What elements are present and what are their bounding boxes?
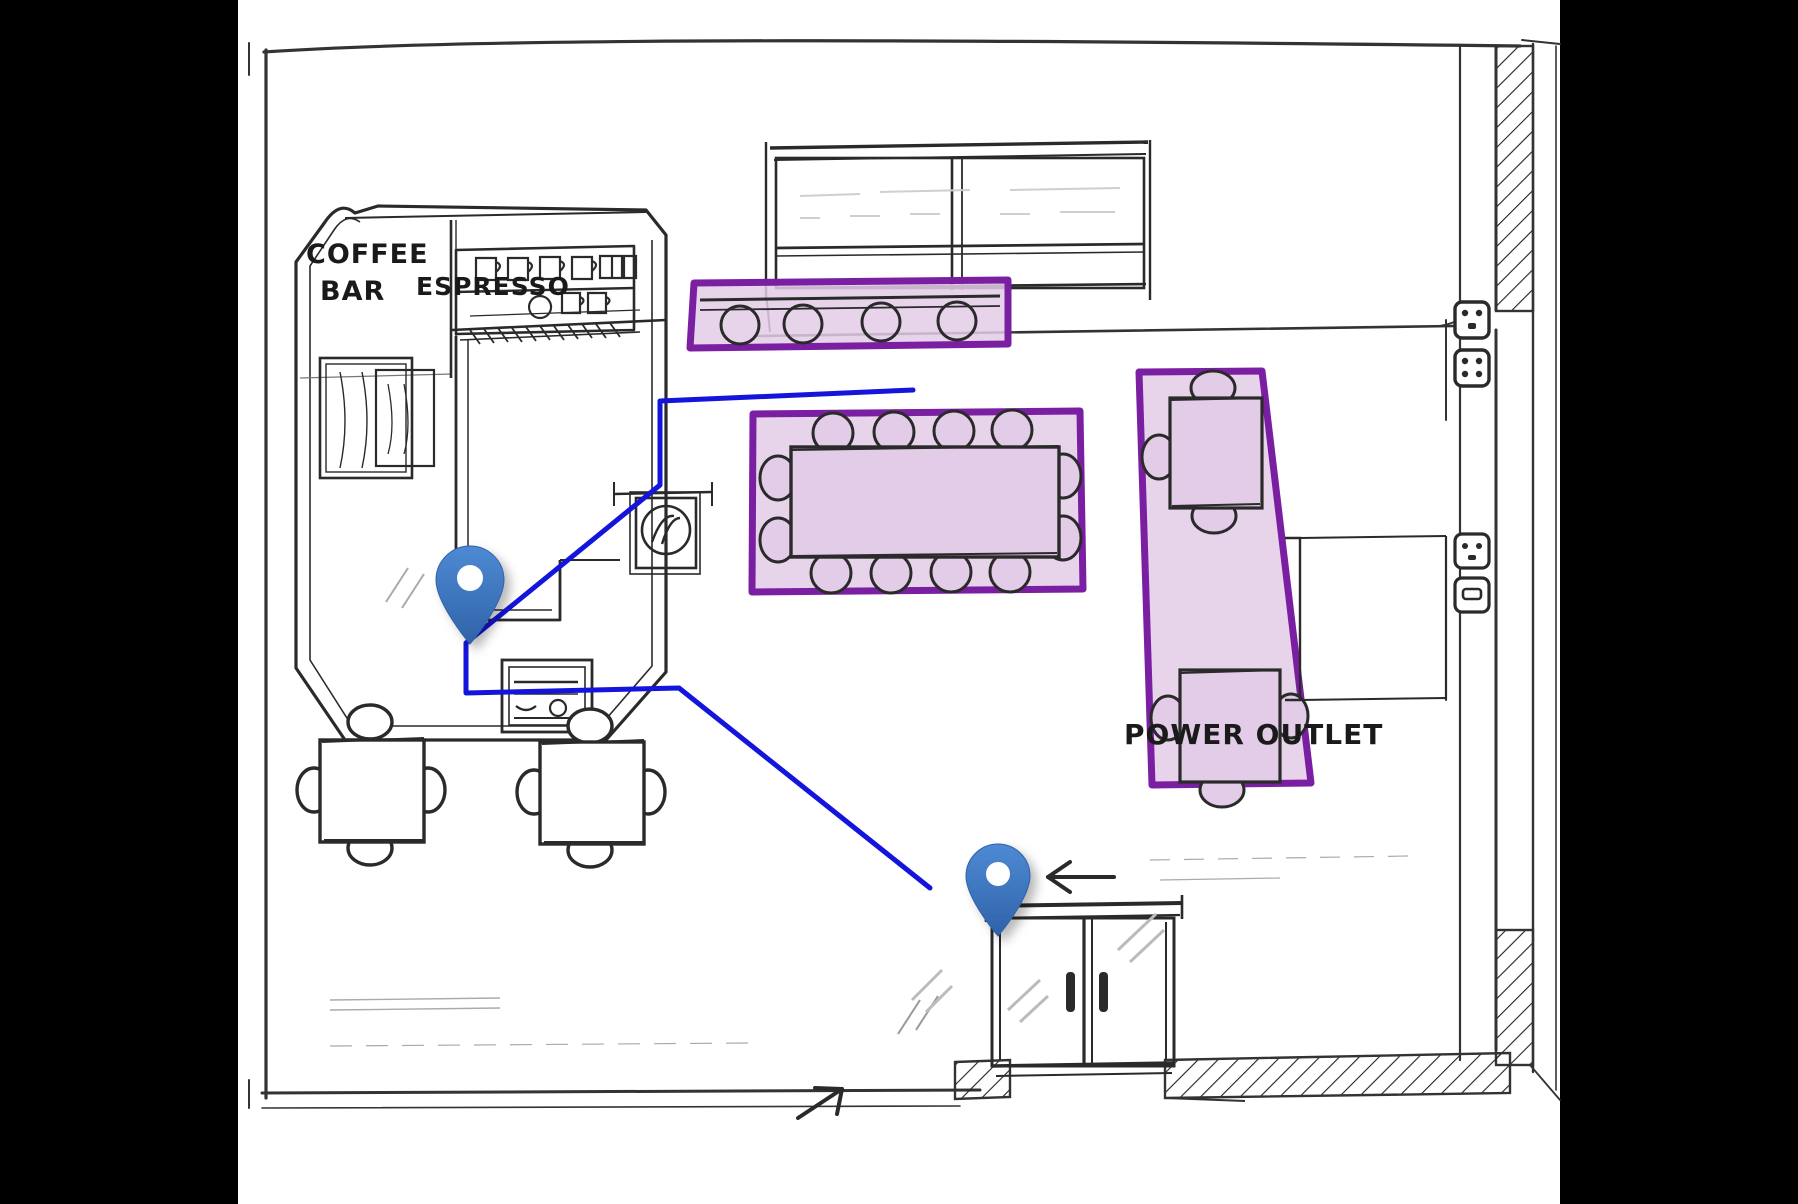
double-glass-door[interactable] — [984, 895, 1184, 1077]
highlight-bar-counter-seating[interactable] — [686, 276, 1012, 352]
wall-outlet-lower-a — [1453, 532, 1491, 570]
small-table-right — [515, 707, 667, 869]
right-wall-counter — [1285, 535, 1448, 702]
bar-underside-hatch — [469, 322, 621, 345]
small-table-left — [295, 703, 447, 867]
coffee-label-line1: COFFEE — [306, 239, 429, 270]
wall-outlet-lower-b — [1453, 576, 1491, 614]
arrow-left-entry — [1046, 860, 1116, 894]
cup-icons-shelf — [474, 254, 638, 282]
door-glass-reflections — [1006, 912, 1166, 1024]
pin-coffee-bar[interactable] — [435, 545, 505, 645]
arrow-up-right-exterior — [796, 1086, 844, 1120]
wall-outlets — [1453, 300, 1491, 614]
pin-entrance[interactable] — [965, 843, 1031, 937]
bar-cabinet — [318, 356, 436, 480]
power-zone-table-upper — [1140, 369, 1264, 535]
sink-fixture — [613, 468, 713, 575]
door-handle-left — [1066, 972, 1075, 1012]
wall-outlet-upper-a — [1453, 300, 1491, 340]
door-handle-right — [1099, 972, 1108, 1012]
power-zone-table-lower — [1149, 668, 1310, 809]
power-outlet-label: POWER OUTLET — [1124, 718, 1383, 751]
exterior-glass-reflection — [910, 968, 954, 1014]
coffee-bar-counter — [294, 204, 668, 742]
cup-icons-espresso — [527, 291, 611, 320]
conference-table — [789, 445, 1061, 559]
coffee-label-line2: BAR — [320, 276, 385, 307]
walking-route — [463, 387, 933, 891]
bar-stools — [719, 300, 978, 346]
wall-hatching — [953, 44, 1535, 1102]
wall-outlet-upper-b — [1453, 348, 1491, 388]
espresso-label: ESPRESSO — [416, 272, 570, 301]
coffee-machine-unit — [500, 658, 594, 734]
shelf-contents-marks — [799, 187, 1121, 219]
